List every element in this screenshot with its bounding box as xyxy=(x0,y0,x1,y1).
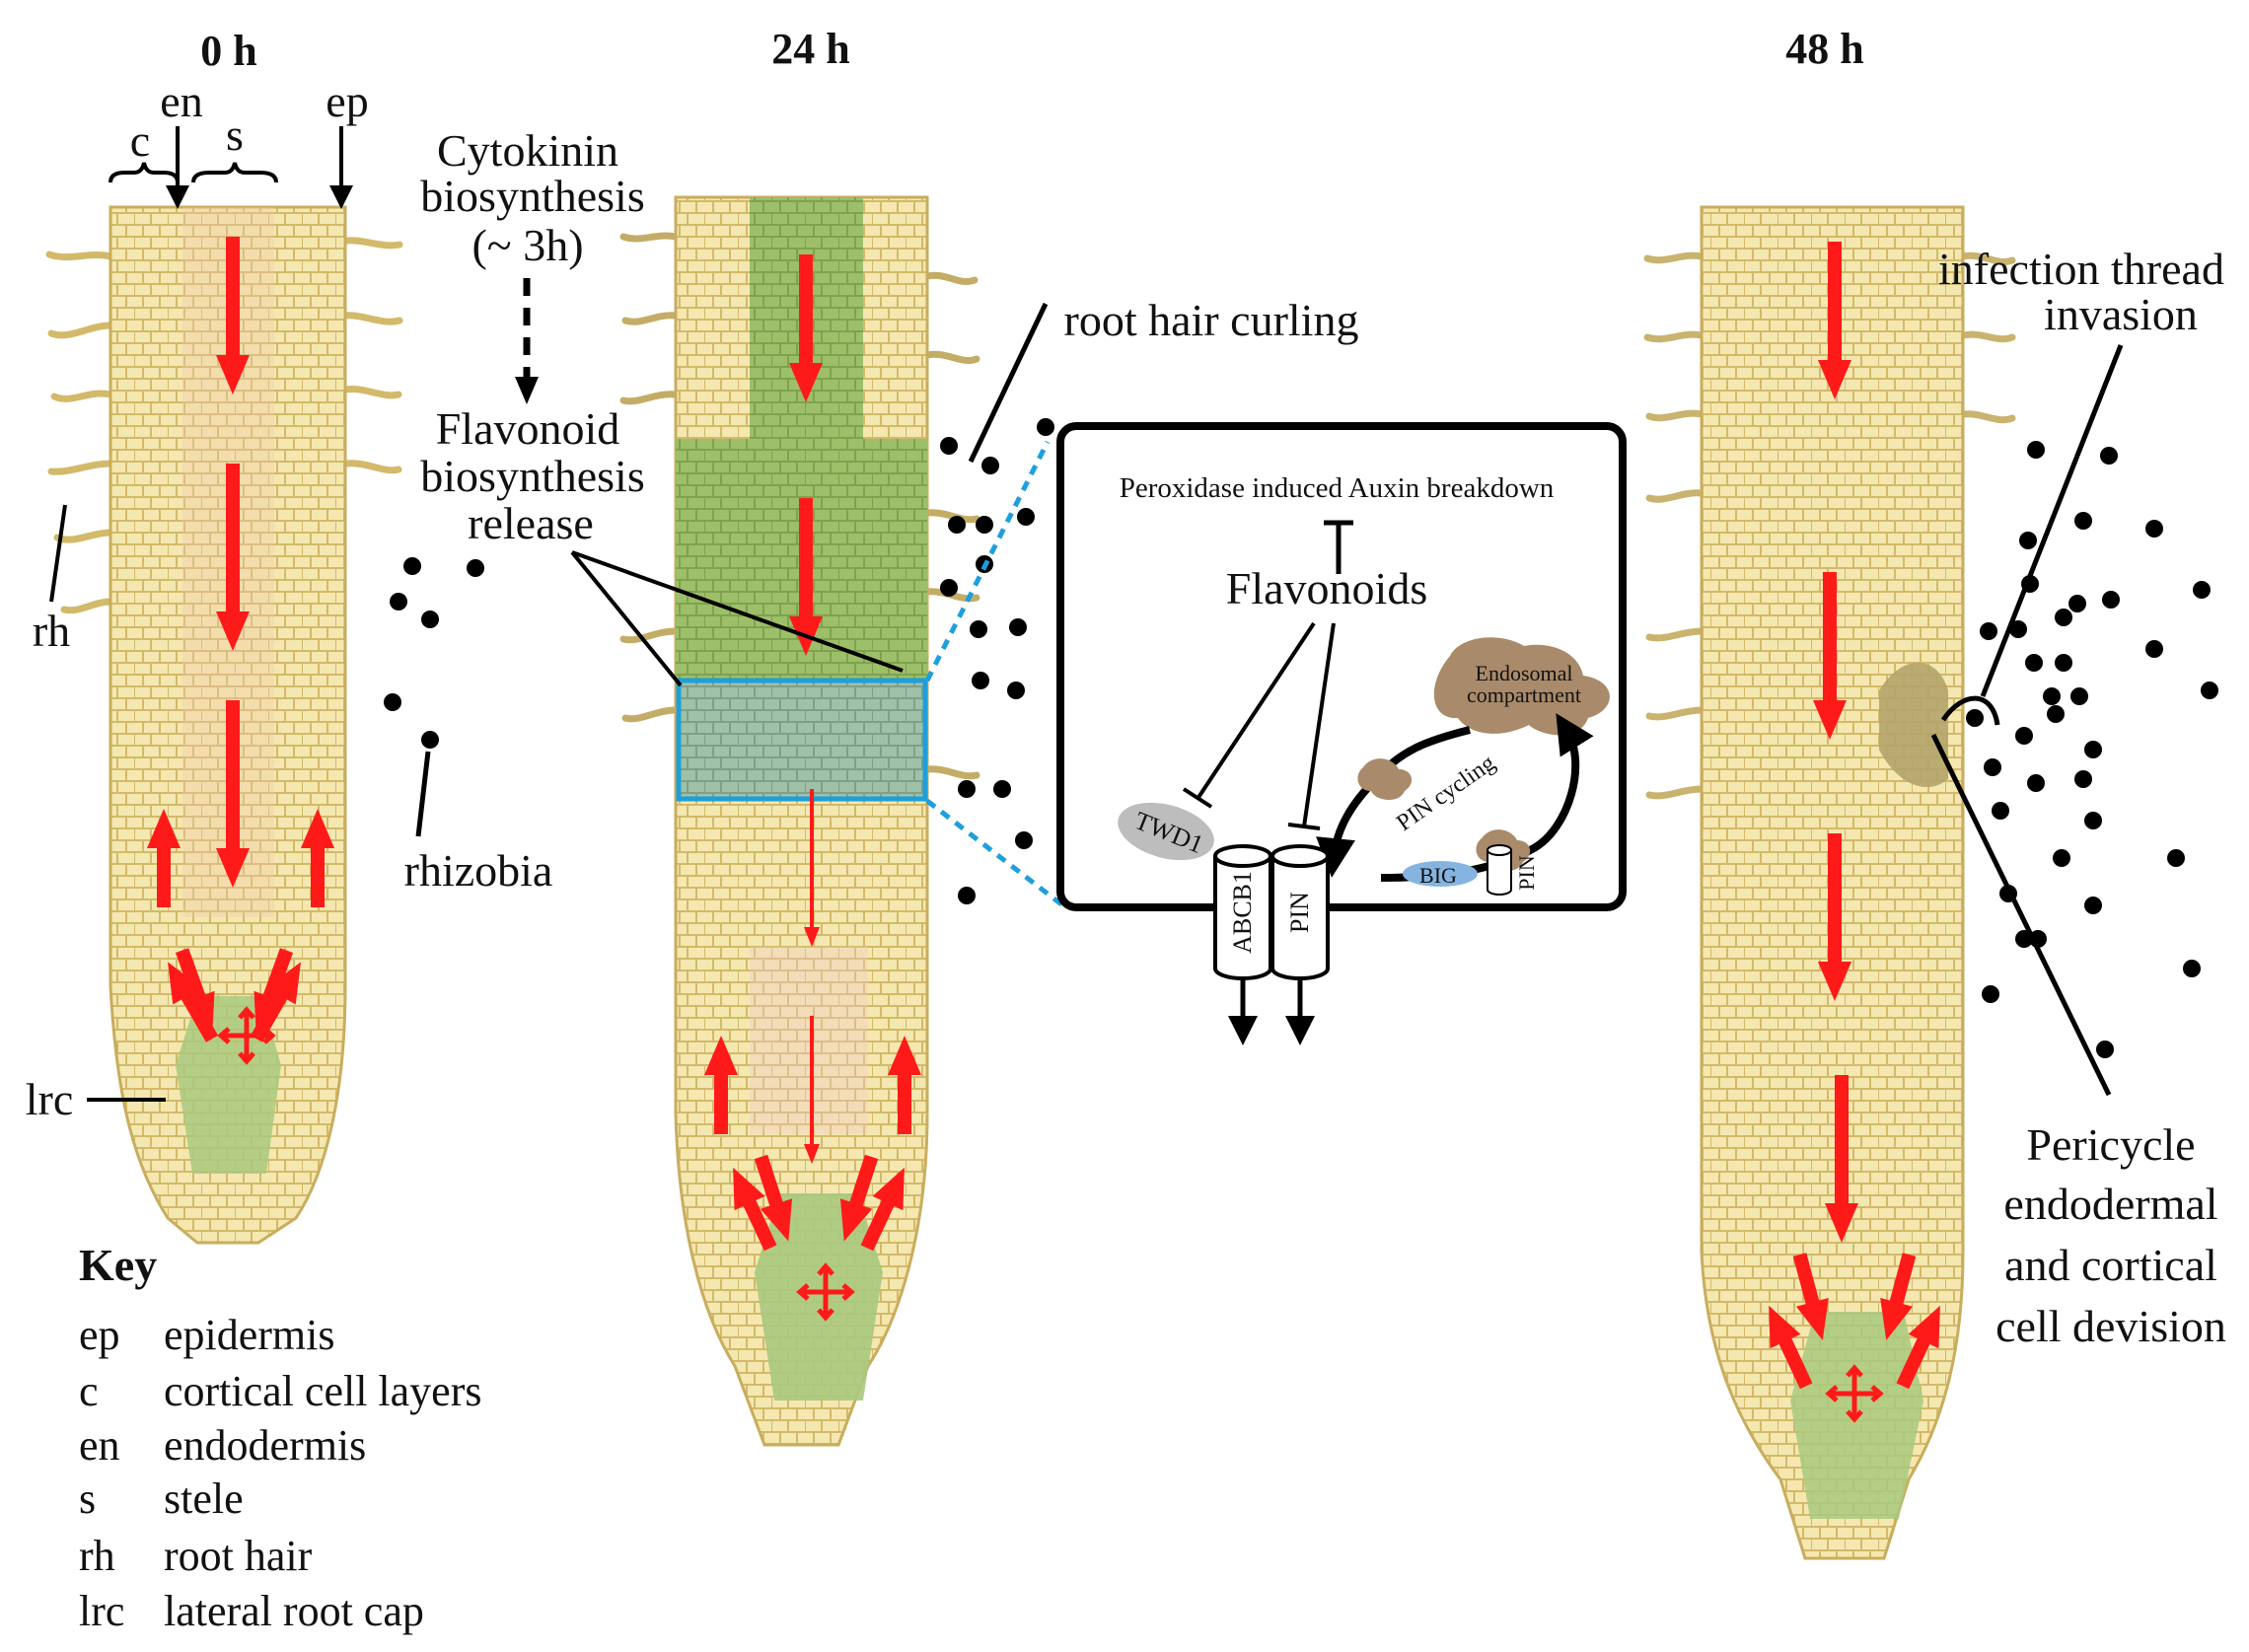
label-endodermis: en xyxy=(160,76,202,126)
rhizobia-cluster-48h xyxy=(1980,441,2218,1058)
key-entry: s stele xyxy=(79,1474,244,1523)
label-stele: s xyxy=(226,109,244,160)
key-abbr: s xyxy=(79,1474,96,1523)
nodule-primordium-48h xyxy=(1879,662,1948,788)
label-cortex: c xyxy=(130,115,150,166)
inset-title: Peroxidase induced Auxin breakdown xyxy=(1120,472,1555,504)
label-root-hair-curling: root hair curling xyxy=(1064,295,1359,345)
label-lateral-root-cap: lrc xyxy=(26,1074,74,1124)
pin-small-cylinder xyxy=(1487,844,1512,896)
tissue-pointers xyxy=(49,126,353,1102)
root-hair-curling-pointer xyxy=(968,302,1049,464)
key-desc: endodermis xyxy=(164,1421,366,1470)
root-hairs-48h xyxy=(1643,251,2016,800)
key-entry: ep epidermis xyxy=(79,1311,335,1359)
key-entry: en endodermis xyxy=(79,1421,366,1470)
rhizobia-pointer xyxy=(415,751,431,837)
meristem-0h xyxy=(176,996,281,1174)
key-desc: stele xyxy=(164,1474,244,1523)
auxin-arrows-0h xyxy=(147,237,334,1042)
pin-transporter-label: PIN xyxy=(1285,892,1314,933)
timepoint-0h: 0 h xyxy=(200,27,256,75)
division-line4: cell devision xyxy=(1995,1301,2226,1351)
endosomal-compartment xyxy=(1433,637,1610,736)
infection-site xyxy=(1966,709,1984,727)
twd1-protein xyxy=(1118,802,1214,861)
pin-transporter xyxy=(1270,844,1330,980)
key-abbr: lrc xyxy=(79,1587,124,1635)
infected-root-hair xyxy=(1940,695,2000,726)
key-desc: lateral root cap xyxy=(164,1587,424,1635)
timepoint-48h: 48 h xyxy=(1785,25,1863,73)
cytokinin-line3: (~ 3h) xyxy=(472,220,583,270)
infection-thread-pointer xyxy=(1980,344,2124,697)
endosomal-line2: compartment xyxy=(1467,682,1581,707)
root-24h xyxy=(619,195,980,1447)
infection-line1: infection thread xyxy=(1938,244,2224,294)
inset-highlight-box xyxy=(676,678,928,802)
division-line3: and cortical xyxy=(2004,1240,2217,1290)
flavonoid-line3: release xyxy=(468,498,594,548)
key-abbr: rh xyxy=(79,1532,115,1580)
rhizobia-cluster-24h xyxy=(940,418,1054,904)
key-entry: lrc lateral root cap xyxy=(79,1587,424,1635)
big-protein xyxy=(1403,861,1478,887)
root-hairs-24h xyxy=(619,232,980,780)
cytokinin-line2: biosynthesis xyxy=(420,171,644,221)
root-48h xyxy=(1643,205,2016,1560)
key-abbr: ep xyxy=(79,1311,120,1359)
key-title: Key xyxy=(79,1240,157,1290)
inhibition-lines xyxy=(1182,621,1336,830)
efflux-arrows xyxy=(1228,978,1315,1045)
key-abbr: c xyxy=(79,1367,99,1415)
auxin-arrows-24h xyxy=(704,254,921,1252)
quiescent-center-four-way-arrow-icon-0h xyxy=(217,1006,276,1065)
flavonoid-line2: biosynthesis xyxy=(420,451,644,501)
key-entry: rh root hair xyxy=(79,1532,313,1580)
meristem-24h xyxy=(755,1193,883,1401)
key-desc: root hair xyxy=(164,1532,313,1580)
inset-flavonoids: Flavonoids xyxy=(1226,563,1427,613)
flavonoid-pointers xyxy=(570,550,904,687)
key-abbr: en xyxy=(79,1421,120,1470)
cytokinin-line1: Cytokinin xyxy=(437,125,618,176)
inset-panel xyxy=(1056,422,1627,911)
quiescent-center-four-way-arrow-icon-48h xyxy=(1825,1364,1884,1423)
cell-division-pointer xyxy=(1930,733,2112,1097)
elongation-pink-24h xyxy=(750,947,868,1134)
key-entry: c cortical cell layers xyxy=(79,1367,481,1415)
endosomal-line1: Endosomal xyxy=(1476,661,1573,685)
abcb1-label: ABCB1 xyxy=(1228,871,1257,954)
label-root-hair: rh xyxy=(33,606,70,656)
label-rhizobia: rhizobia xyxy=(404,845,553,896)
quiescent-center-four-way-arrow-icon-24h xyxy=(796,1262,855,1322)
big-label: BIG xyxy=(1419,863,1457,888)
rhizobia-cluster-0h xyxy=(384,557,484,749)
auxin-arrows-48h xyxy=(1769,242,1940,1390)
division-line1: Pericycle xyxy=(2026,1119,2195,1170)
infection-line2: invasion xyxy=(2044,289,2198,339)
key-desc: cortical cell layers xyxy=(164,1367,481,1415)
flavonoid-line1: Flavonoid xyxy=(436,403,620,454)
auxin-breakdown-inhibition-t-bar-icon xyxy=(1324,520,1353,574)
inset-connectors xyxy=(924,440,1067,909)
label-epidermis: ep xyxy=(326,76,368,126)
cytokinin-arrowhead xyxy=(515,377,539,404)
pin-vesicle-top xyxy=(1357,758,1413,801)
division-line2: endodermal xyxy=(2003,1179,2217,1229)
pin-small-label: PIN xyxy=(1514,855,1539,891)
timepoint-24h: 24 h xyxy=(771,25,849,73)
key-desc: epidermis xyxy=(164,1311,335,1359)
root-0h xyxy=(45,205,403,1245)
